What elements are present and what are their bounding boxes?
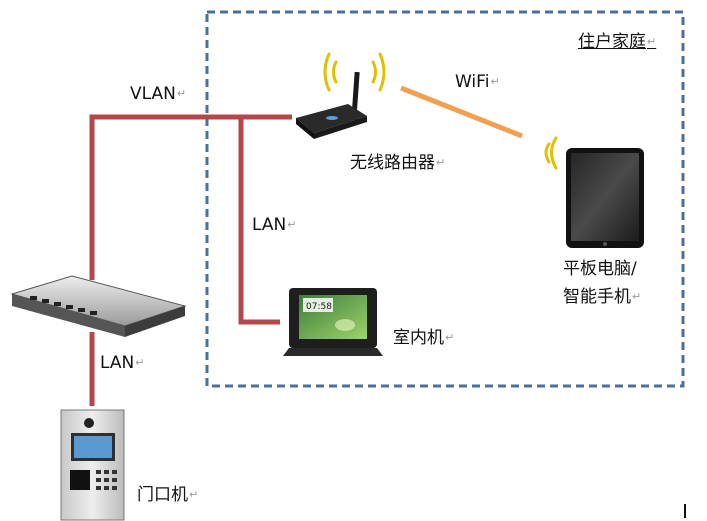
- tablet-device: [566, 148, 644, 248]
- tablet-label-line2: 智能手机: [563, 287, 631, 307]
- door-station-device: [60, 409, 125, 521]
- indoor-screen-time: 07:58: [306, 302, 332, 312]
- router-wifi-waves: [323, 52, 386, 92]
- tablet-label: 平板电脑/ 智能手机↵: [563, 256, 673, 311]
- door-unit-label: 门口机↵: [137, 485, 199, 505]
- indoor-unit-device: [283, 288, 383, 356]
- router-label: 无线路由器↵: [350, 153, 446, 173]
- tablet-label-line1: 平板电脑/: [563, 259, 637, 279]
- indoor-unit-label: 室内机↵: [393, 328, 455, 348]
- wireless-router-device: [296, 71, 367, 139]
- wired-links: [89, 114, 292, 406]
- vlan-link: [89, 114, 292, 280]
- wifi-label: WiFi↵: [455, 72, 500, 92]
- household-zone-border: [205, 10, 685, 388]
- network-switch-device: [10, 275, 187, 337]
- lan-upper-label: LAN↵: [252, 215, 297, 235]
- lan-link-indoor: [238, 117, 280, 325]
- tablet-wifi-waves: [544, 136, 558, 170]
- lan-lower-label: LAN↵: [100, 353, 145, 373]
- vlan-label: VLAN↵: [130, 84, 187, 104]
- wifi-link: [400, 85, 523, 139]
- household-zone-label: 住户家庭↵: [578, 32, 657, 52]
